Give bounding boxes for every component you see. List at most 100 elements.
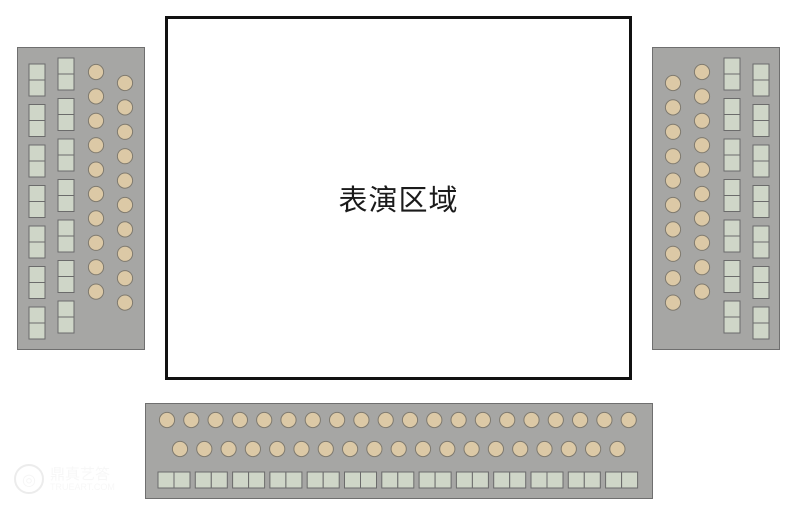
stool-seat [664,148,682,165]
chair-seat [57,316,75,334]
stool-seat [512,440,529,458]
chair-seat [752,120,770,137]
chair-seat [723,114,741,131]
chair-seat [471,471,489,489]
stool-seat [693,63,711,81]
chair-seat [28,185,46,202]
stool-seat [693,234,711,251]
chair-seat [210,471,228,489]
chair-seat [530,471,548,489]
stool-seat [87,283,105,300]
stool-seat [116,294,134,311]
stool-seat [116,196,134,214]
chair-seat [493,471,511,489]
stool-seat [87,161,105,178]
stool-seat [474,411,491,429]
chair-seat [752,322,770,340]
stool-seat [585,440,602,458]
chair-seat [344,471,361,489]
chair-seat [28,266,46,283]
stool-seat [87,259,105,276]
stool-seat [116,74,134,92]
chair-seat [723,260,741,277]
chair-seat [194,471,212,489]
stool-seat [414,440,432,458]
stool-seat [353,411,370,429]
chair-seat [752,63,770,81]
stool-seat [342,440,359,458]
chair-seat [57,73,75,91]
stool-seat [116,270,134,287]
stool-seat [116,172,134,189]
stool-seat [693,259,711,276]
stool-seat [426,411,443,429]
stool-seat [487,440,504,458]
chair-seat [723,73,741,91]
stool-seat [572,411,589,429]
stool-seat [620,411,637,429]
stool-seat [664,245,682,262]
stool-seat [693,137,711,154]
chair-seat [546,471,564,489]
stool-seat [664,99,682,116]
chair-seat [752,266,770,283]
chair-seat [723,276,741,293]
chair-seat [173,471,191,489]
stool-seat [377,411,394,429]
stool-seat [463,440,480,458]
chair-seat [455,471,473,489]
chair-seat [57,154,75,172]
stool-seat [664,294,682,311]
watermark-text-cn: 鼎真艺答 [50,465,111,483]
stool-seat [87,210,105,227]
chair-seat [567,471,585,489]
chair-seat [752,144,770,162]
stool-seat [269,440,286,458]
stool-seat [664,221,682,238]
chair-seat [723,179,741,196]
chair-seat [57,219,75,237]
chair-seat [723,154,741,172]
stool-seat [158,411,176,429]
stool-seat [116,123,134,140]
stool-seat [183,411,200,429]
chair-seat [57,114,75,131]
chair-seat [360,471,377,489]
chair-seat [752,225,770,243]
chair-seat [57,195,75,212]
stool-seat [664,123,682,140]
chair-seat [28,104,46,121]
chair-seat [752,306,770,324]
chair-seat [28,201,46,218]
chair-seat [57,179,75,196]
chair-seat [509,471,527,489]
chair-seat [57,260,75,277]
stool-seat [560,440,577,458]
chair-seat [752,282,770,299]
stool-seat [401,411,419,429]
chair-seat [57,57,75,75]
chair-seat [752,241,770,259]
chair-seat [752,160,770,178]
stool-seat [87,112,105,129]
chair-seat [269,471,287,489]
chair-seat [57,235,75,253]
stool-seat [693,161,711,178]
stool-seat [196,440,213,458]
stool-seat [693,112,711,129]
watermark-text-en: TRUEART.COM [50,482,115,492]
stool-seat [207,411,224,429]
stool-seat [693,88,711,105]
stool-seat [116,99,134,116]
chair-seat [28,225,46,243]
stool-seat [87,234,105,251]
chair-seat [28,79,46,97]
stool-seat [116,221,134,238]
stool-seat [664,270,682,287]
stool-seat [87,88,105,105]
stool-seat [244,440,261,458]
chair-seat [583,471,601,489]
chair-seat [28,241,46,259]
chair-seat [28,306,46,324]
chair-seat [248,471,266,489]
